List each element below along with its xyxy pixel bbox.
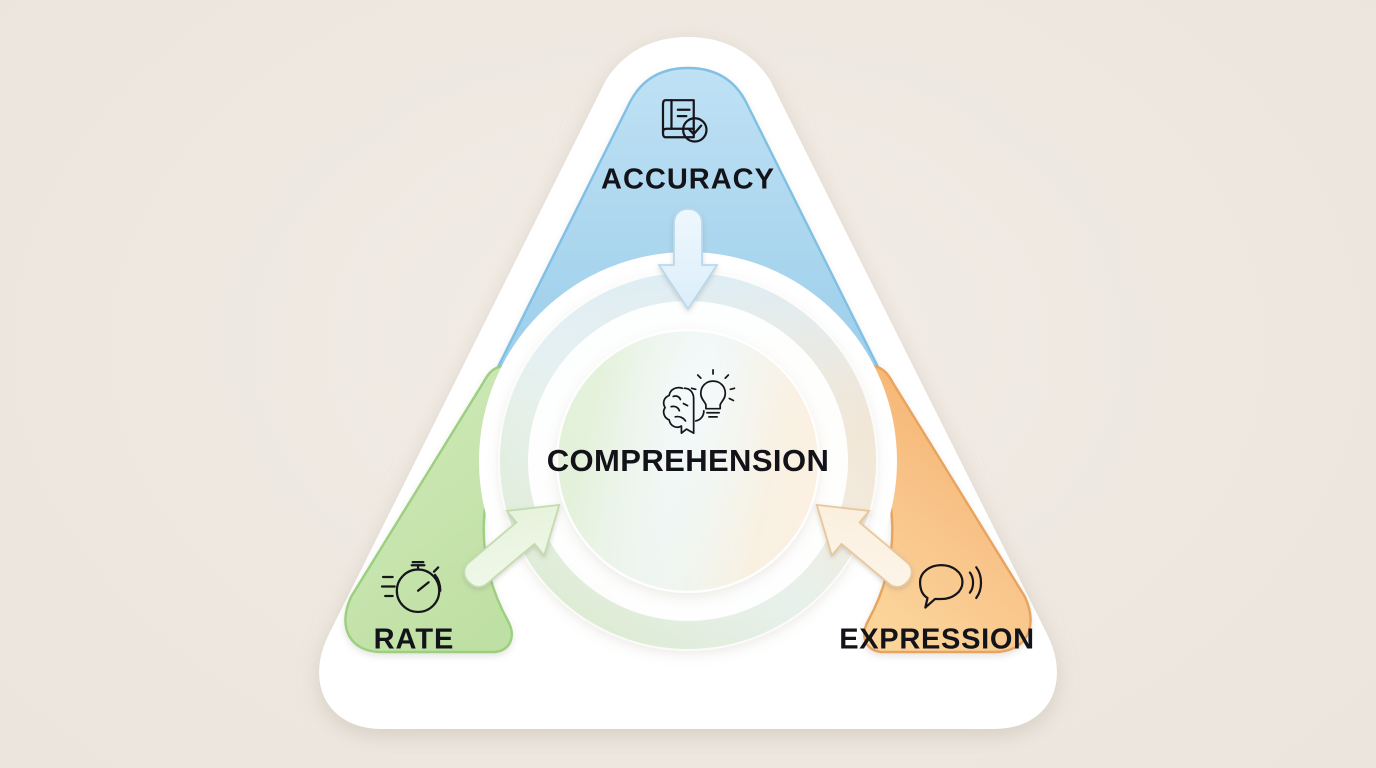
book-check-icon (661, 99, 708, 143)
arrow-expression-shape (815, 503, 913, 588)
arrow-rate-shape (463, 503, 561, 588)
arrow-accuracy-to-center (657, 208, 719, 311)
speech-bubble-sound-icon (918, 564, 983, 609)
stopwatch-speed-icon (380, 561, 442, 614)
segment-label-expression: EXPRESSION (839, 624, 1035, 656)
arrow-rate-to-center (463, 503, 561, 588)
inner-disc-edge (555, 328, 821, 594)
segment-label-rate: RATE (374, 624, 455, 656)
arrow-accuracy-shape (657, 208, 719, 311)
center-label: COMPREHENSION (547, 443, 830, 478)
inner-disc-tint (557, 330, 819, 592)
brain-lightbulb-icon (662, 369, 736, 435)
center-rings (479, 252, 897, 670)
arrow-expression-to-center (815, 503, 913, 588)
segment-label-accuracy: ACCURACY (601, 164, 775, 196)
